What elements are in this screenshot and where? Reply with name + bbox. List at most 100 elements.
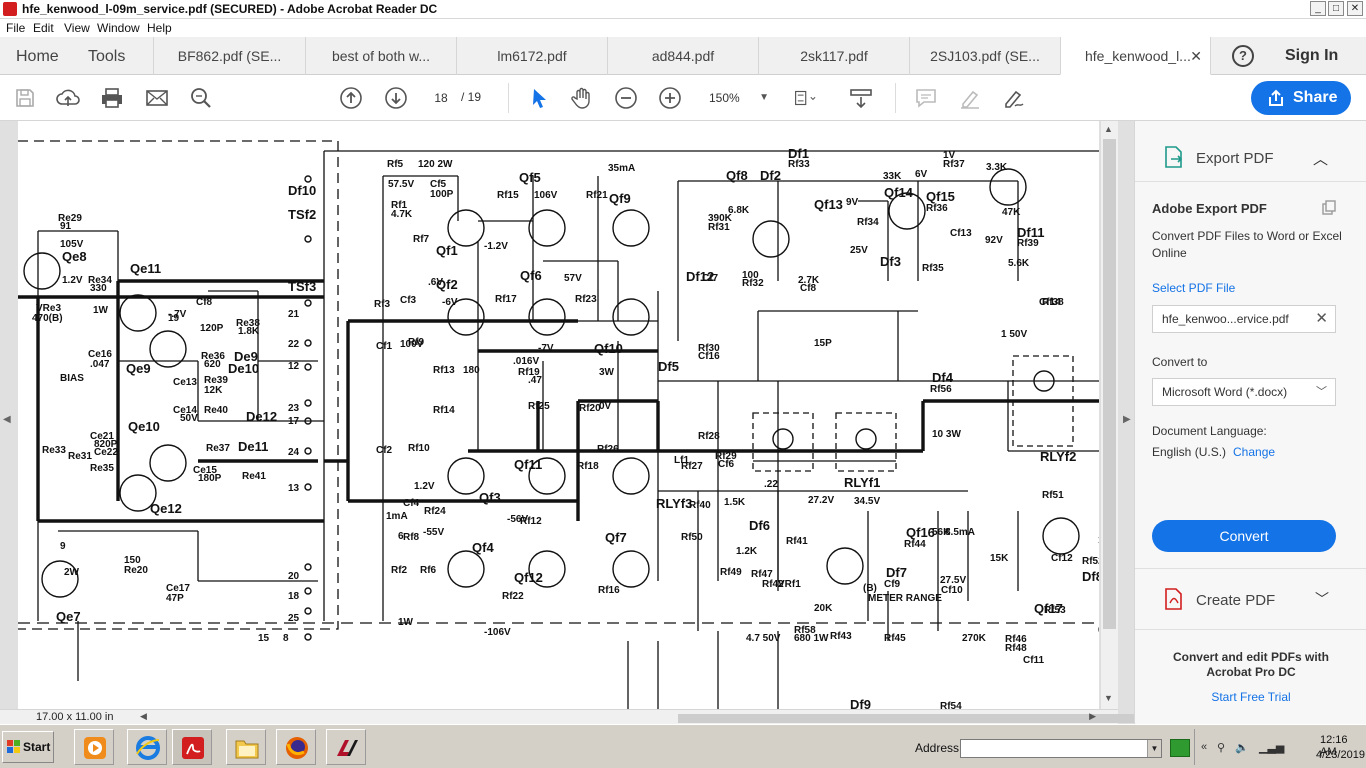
previous-page-icon[interactable] <box>338 85 364 111</box>
page-number-input[interactable] <box>428 87 454 109</box>
convert-to-select[interactable]: Microsoft Word (*.docx) ﹀ <box>1152 378 1336 406</box>
vertical-scrollbar[interactable]: ▲ ▼ <box>1100 121 1118 709</box>
tools-tab[interactable]: Tools <box>88 48 126 65</box>
file-explorer-icon[interactable] <box>226 729 266 765</box>
schematic-label: Lf1 <box>674 455 689 466</box>
sign-in-button[interactable]: Sign In <box>1285 47 1339 64</box>
scrolling-mode-icon[interactable] <box>848 85 874 111</box>
schematic-label: Rf53 <box>1044 605 1066 616</box>
schematic-label: -106V <box>484 627 511 638</box>
select-pdf-link[interactable]: Select PDF File <box>1152 281 1236 295</box>
home-tab[interactable]: Home <box>16 48 59 65</box>
maximize-button[interactable]: □ <box>1328 1 1344 16</box>
menu-edit[interactable]: Edit <box>33 21 54 35</box>
sign-pen-icon[interactable] <box>1001 85 1027 111</box>
upload-cloud-icon[interactable] <box>55 85 81 111</box>
tools-pane: Export PDF ︿ Adobe Export PDF Convert PD… <box>1134 121 1366 724</box>
ltspice-icon[interactable] <box>326 729 366 765</box>
schematic-label: Rf21 <box>586 190 608 201</box>
search-icon[interactable] <box>188 85 214 111</box>
highlight-pen-icon[interactable] <box>957 85 983 111</box>
close-tab-icon[interactable]: ✕ <box>1190 48 1202 64</box>
schematic-label: Cf11 <box>1023 655 1045 666</box>
tray-expand-icon[interactable]: « <box>1201 741 1208 753</box>
print-icon[interactable] <box>99 85 125 111</box>
document-tab[interactable]: ad844.pdf <box>607 37 758 75</box>
document-tab[interactable]: best of both w... <box>305 37 456 75</box>
scroll-left-icon[interactable]: ◀ <box>140 711 147 721</box>
schematic-label: 50V <box>180 413 198 424</box>
email-icon[interactable] <box>144 85 170 111</box>
internet-explorer-icon[interactable] <box>127 729 167 765</box>
page-fit-icon[interactable] <box>792 85 828 111</box>
divider <box>1135 629 1366 630</box>
start-button[interactable]: Start <box>2 731 54 763</box>
scrollbar-thumb[interactable] <box>1103 139 1116 629</box>
network-signal-icon[interactable]: ▁▃▅ <box>1259 742 1285 754</box>
selected-file-field[interactable]: hfe_kenwoo...ervice.pdf ✕ <box>1152 305 1336 333</box>
menu-help[interactable]: Help <box>147 21 172 35</box>
schematic-label: 22 <box>288 339 300 350</box>
connector-pin <box>304 399 312 407</box>
go-arrow-icon[interactable] <box>1170 739 1190 757</box>
media-player-icon[interactable] <box>74 729 114 765</box>
usb-device-icon[interactable]: ⚲ <box>1217 742 1226 754</box>
close-button[interactable]: ✕ <box>1347 1 1363 16</box>
document-tab[interactable]: 2sk117.pdf <box>758 37 909 75</box>
document-tab-active[interactable]: hfe_kenwood_l... ✕ <box>1060 37 1211 75</box>
comment-icon[interactable] <box>913 85 939 111</box>
speaker-icon[interactable]: 🔈 <box>1235 742 1249 754</box>
share-button[interactable]: Share <box>1251 81 1351 115</box>
right-panel-toggle-icon[interactable]: ▶ <box>1123 414 1131 425</box>
scroll-right-icon[interactable]: ▶ <box>1089 711 1096 721</box>
schematic-label: Cf12 <box>1051 553 1073 564</box>
clear-icon[interactable]: ✕ <box>1315 310 1328 327</box>
schematic-label: Qf16 <box>906 525 935 540</box>
schematic-label: 19 <box>168 313 180 324</box>
document-tab[interactable]: BF862.pdf (SE... <box>153 37 305 75</box>
schematic-label: Rf36 <box>926 203 948 214</box>
transistor-symbol <box>528 457 566 495</box>
left-panel-toggle-icon[interactable]: ◀ <box>3 414 11 425</box>
schematic-label: Cf14 <box>1039 297 1061 308</box>
help-icon[interactable]: ? <box>1232 45 1254 67</box>
export-pdf-section-header[interactable]: Export PDF ︿ <box>1135 121 1366 181</box>
horizontal-scrollbar[interactable]: ◀ ▶ <box>138 711 1134 724</box>
scroll-down-icon[interactable]: ▼ <box>1104 693 1113 703</box>
zoom-in-icon[interactable] <box>657 85 683 111</box>
scrollbar-thumb[interactable] <box>678 714 1134 723</box>
menu-view[interactable]: View <box>64 21 90 35</box>
next-page-icon[interactable] <box>383 85 409 111</box>
minimize-button[interactable]: _ <box>1310 1 1326 16</box>
schematic-label: 9V <box>846 197 859 208</box>
firefox-icon[interactable] <box>276 729 316 765</box>
address-input[interactable]: ▼ <box>960 739 1162 758</box>
acrobat-reader-icon[interactable] <box>172 729 212 765</box>
menu-window[interactable]: Window <box>97 21 140 35</box>
schematic-label: Qf10 <box>594 341 623 356</box>
schematic-label: Rf43 <box>830 631 852 642</box>
hand-tool-icon[interactable] <box>569 85 595 111</box>
schematic-label: De9 <box>234 349 258 364</box>
zoom-select[interactable]: 150% ▼ <box>703 87 773 109</box>
zoom-out-icon[interactable] <box>613 85 639 111</box>
scroll-up-icon[interactable]: ▲ <box>1104 124 1113 134</box>
toolbar-divider <box>508 83 509 113</box>
chevron-down-icon[interactable]: ▼ <box>1147 740 1161 757</box>
schematic-label: Rf27 <box>681 461 703 472</box>
document-tab[interactable]: 2SJ103.pdf (SE... <box>909 37 1060 75</box>
select-cursor-icon[interactable] <box>526 85 552 111</box>
create-pdf-section-header[interactable]: Create PDF ﹀ <box>1135 569 1366 629</box>
change-language-link[interactable]: Change <box>1233 445 1276 459</box>
copy-icon[interactable] <box>1321 200 1337 216</box>
schematic-label: 18 <box>288 591 300 602</box>
document-tab[interactable]: lm6172.pdf <box>456 37 607 75</box>
start-free-trial-link[interactable]: Start Free Trial <box>1211 690 1291 704</box>
convert-button[interactable]: Convert <box>1152 520 1336 552</box>
save-icon[interactable] <box>12 85 38 111</box>
schematic-label: 470(B) <box>32 313 63 324</box>
system-tray: « ⚲ 🔈 ▁▃▅ <box>1194 729 1366 765</box>
menu-file[interactable]: File <box>6 21 26 35</box>
